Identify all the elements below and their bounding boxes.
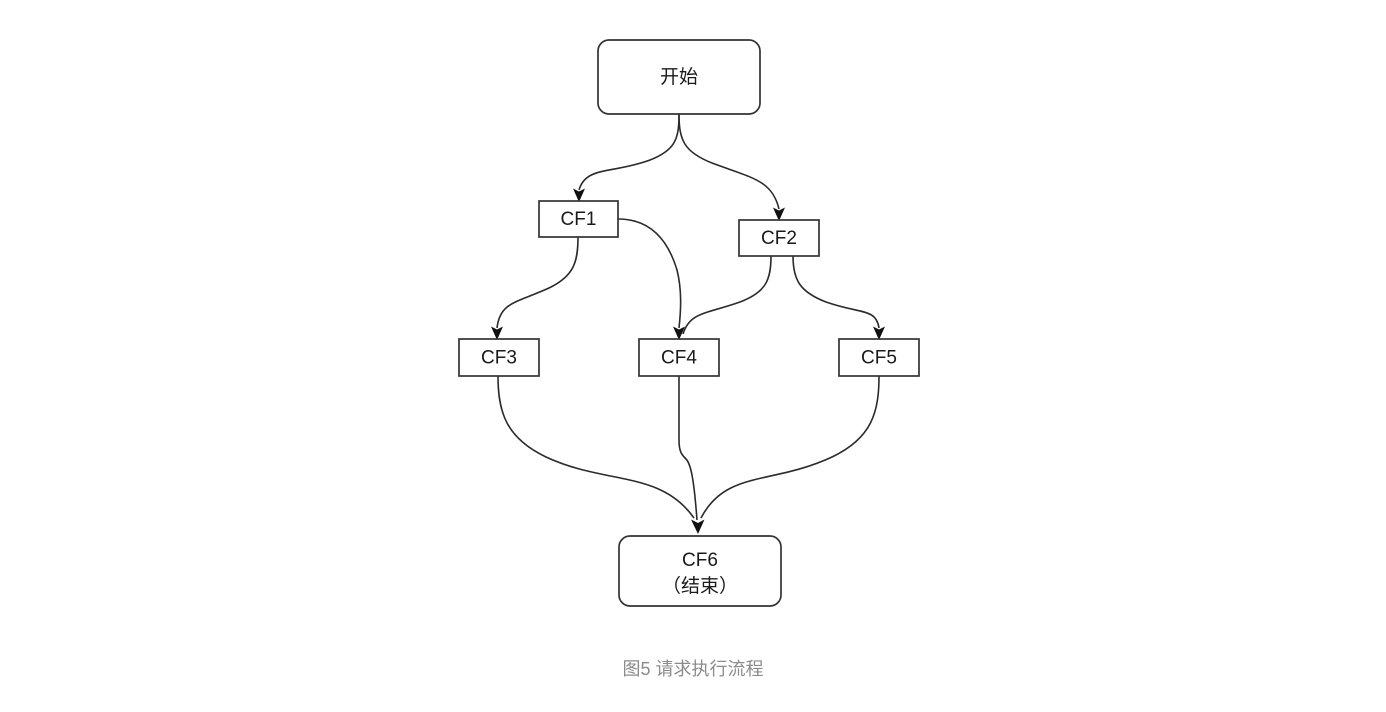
arrowhead-cf2 bbox=[773, 207, 785, 221]
edge-cf5-to-cf6 bbox=[700, 375, 880, 519]
node-cf5-label: CF5 bbox=[861, 348, 897, 369]
edge-cf2-to-cf4 bbox=[682, 255, 772, 335]
edge-start-to-cf2 bbox=[678, 113, 785, 221]
arrowhead-cf5 bbox=[873, 326, 885, 340]
edge-path-cf2-cf5 bbox=[792, 255, 880, 329]
edge-path-start-cf2 bbox=[678, 113, 780, 210]
node-start-shape[interactable] bbox=[597, 39, 761, 115]
edge-path-cf3-cf6 bbox=[497, 375, 695, 519]
edge-cf2-to-cf5 bbox=[792, 255, 885, 340]
edge-path-cf5-cf6 bbox=[700, 375, 880, 519]
arrowhead-cf4 bbox=[673, 326, 685, 340]
arrowhead-cf1 bbox=[573, 188, 585, 202]
edge-path-cf2-cf4 bbox=[682, 255, 772, 335]
node-cf2[interactable]: CF2 bbox=[738, 219, 820, 257]
node-start-label: 开始 bbox=[660, 66, 698, 88]
node-cf6-label-secondary: （结束） bbox=[662, 575, 738, 597]
node-cf4-shape[interactable] bbox=[638, 338, 720, 377]
edge-path-cf1-cf3 bbox=[496, 236, 579, 329]
node-cf3[interactable]: CF3 bbox=[458, 338, 540, 377]
edge-layer bbox=[491, 113, 885, 534]
node-cf4-label: CF4 bbox=[661, 348, 697, 369]
node-cf6-shape[interactable] bbox=[618, 535, 782, 607]
edge-path-cf4-cf6 bbox=[678, 376, 698, 521]
node-cf6-label: CF6 bbox=[682, 550, 718, 571]
node-cf2-shape[interactable] bbox=[738, 219, 820, 257]
edge-start-to-cf1 bbox=[573, 113, 680, 202]
node-start[interactable]: 开始 bbox=[597, 39, 761, 115]
node-cf1[interactable]: CF1 bbox=[538, 200, 619, 238]
node-cf5-shape[interactable] bbox=[838, 338, 920, 377]
node-cf1-shape[interactable] bbox=[538, 200, 619, 238]
figure-caption: 图5 请求执行流程 bbox=[622, 659, 763, 679]
arrowhead-cf3 bbox=[491, 326, 503, 340]
edge-cf1-to-cf4 bbox=[617, 218, 685, 340]
node-cf2-label: CF2 bbox=[761, 228, 797, 249]
node-cf3-label: CF3 bbox=[481, 348, 517, 369]
edge-path-cf1-cf4 bbox=[617, 218, 682, 329]
edge-cf4-to-cf6 bbox=[678, 376, 705, 534]
arrowhead-cf6 bbox=[691, 519, 705, 534]
node-layer: 开始 CF1 CF2 CF3 CF4 bbox=[458, 39, 920, 607]
edge-path-start-cf1 bbox=[578, 113, 680, 191]
node-cf1-label: CF1 bbox=[561, 209, 597, 230]
node-cf6[interactable]: CF6 （结束） bbox=[618, 535, 782, 607]
node-cf3-shape[interactable] bbox=[458, 338, 540, 377]
node-cf5[interactable]: CF5 bbox=[838, 338, 920, 377]
edge-cf3-to-cf6 bbox=[497, 375, 695, 519]
edge-cf1-to-cf3 bbox=[491, 236, 579, 340]
node-cf4[interactable]: CF4 bbox=[638, 338, 720, 377]
